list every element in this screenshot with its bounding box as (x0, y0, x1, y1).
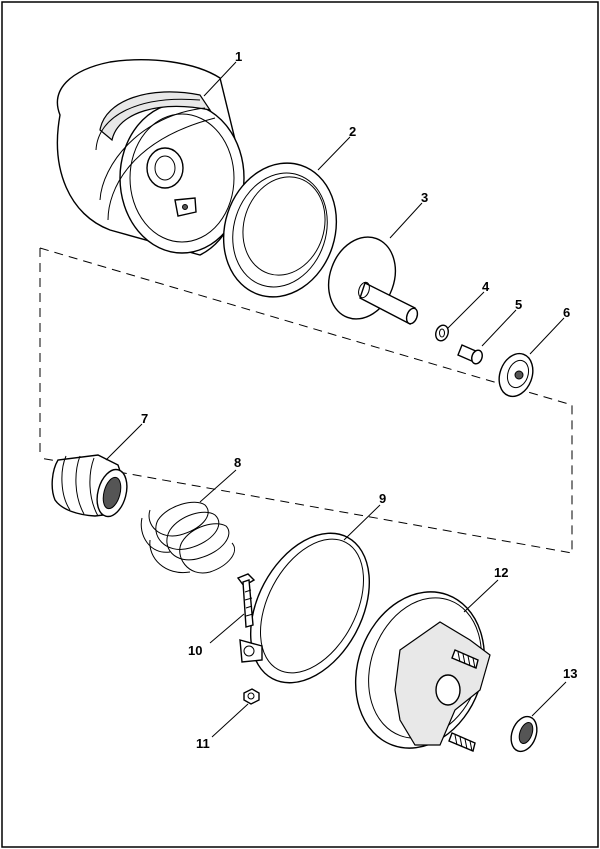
leader-line-4 (447, 291, 485, 329)
leader-line-9 (343, 504, 381, 541)
callout-13: 13 (563, 666, 577, 681)
leader-line-10 (209, 613, 245, 644)
part-7-boot (51, 454, 128, 518)
callout-9: 9 (379, 491, 386, 506)
leader-line-13 (531, 681, 567, 717)
callout-2: 2 (349, 124, 356, 139)
leader-line-8 (199, 469, 237, 503)
leader-line-12 (463, 579, 499, 613)
callout-5: 5 (515, 297, 522, 312)
part-11-nut (243, 688, 260, 705)
part-1-chamber-housing (56, 59, 245, 256)
part-6-cap (498, 352, 534, 398)
leader-line-7 (105, 423, 143, 461)
part-2-diaphragm (222, 162, 338, 298)
leader-line-2 (317, 136, 351, 171)
part-12-mounting-base (354, 591, 491, 752)
assembly-dashed-line (39, 247, 573, 554)
callout-12: 12 (494, 565, 508, 580)
callout-11: 11 (196, 736, 210, 751)
part-4-washer (435, 324, 449, 342)
part-10-bolt (236, 573, 256, 628)
part-9-clamp-ring (239, 532, 371, 684)
callout-7: 7 (141, 411, 148, 426)
part-8-spring (140, 501, 235, 574)
leader-line-5 (481, 309, 517, 347)
leader-line-11 (211, 703, 249, 738)
callout-4: 4 (482, 279, 490, 294)
leader-line-6 (529, 317, 565, 355)
callout-6: 6 (563, 305, 570, 320)
leader-line-3 (389, 202, 423, 239)
part-3-push-plate-rod (327, 236, 419, 326)
part-13-seal (510, 715, 538, 753)
callout-10: 10 (188, 643, 202, 658)
callout-1: 1 (235, 49, 242, 64)
callout-8: 8 (234, 455, 241, 470)
callout-3: 3 (421, 190, 428, 205)
leader-line-1 (203, 61, 237, 97)
part-5-pin (457, 344, 483, 365)
